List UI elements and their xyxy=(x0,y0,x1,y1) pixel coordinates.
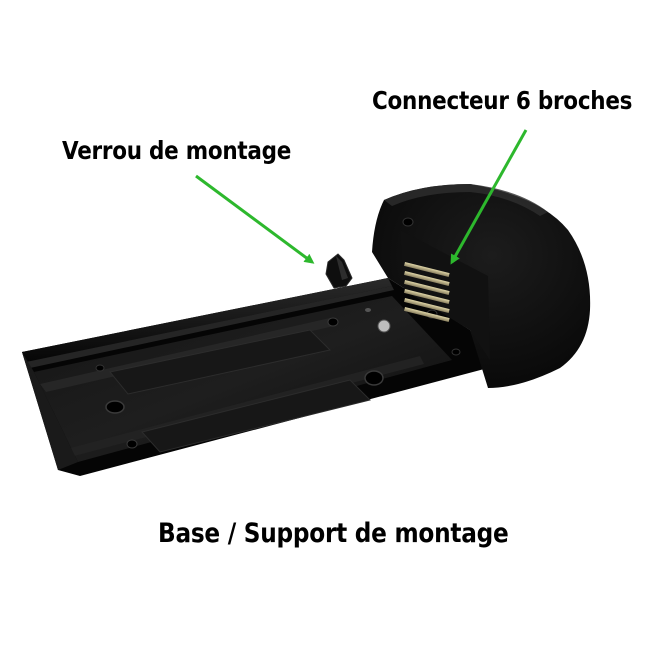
latch-label: Verrou de montage xyxy=(62,136,292,165)
base-label: Base / Support de montage xyxy=(158,518,509,549)
connector-label: Connecteur 6 broches xyxy=(372,86,633,115)
latch-arrow xyxy=(195,174,315,264)
tray-body xyxy=(22,278,488,476)
connector-arrow xyxy=(450,129,528,265)
connector-pins xyxy=(404,262,450,323)
connector-head xyxy=(372,184,591,388)
mounting-latch xyxy=(325,253,353,289)
